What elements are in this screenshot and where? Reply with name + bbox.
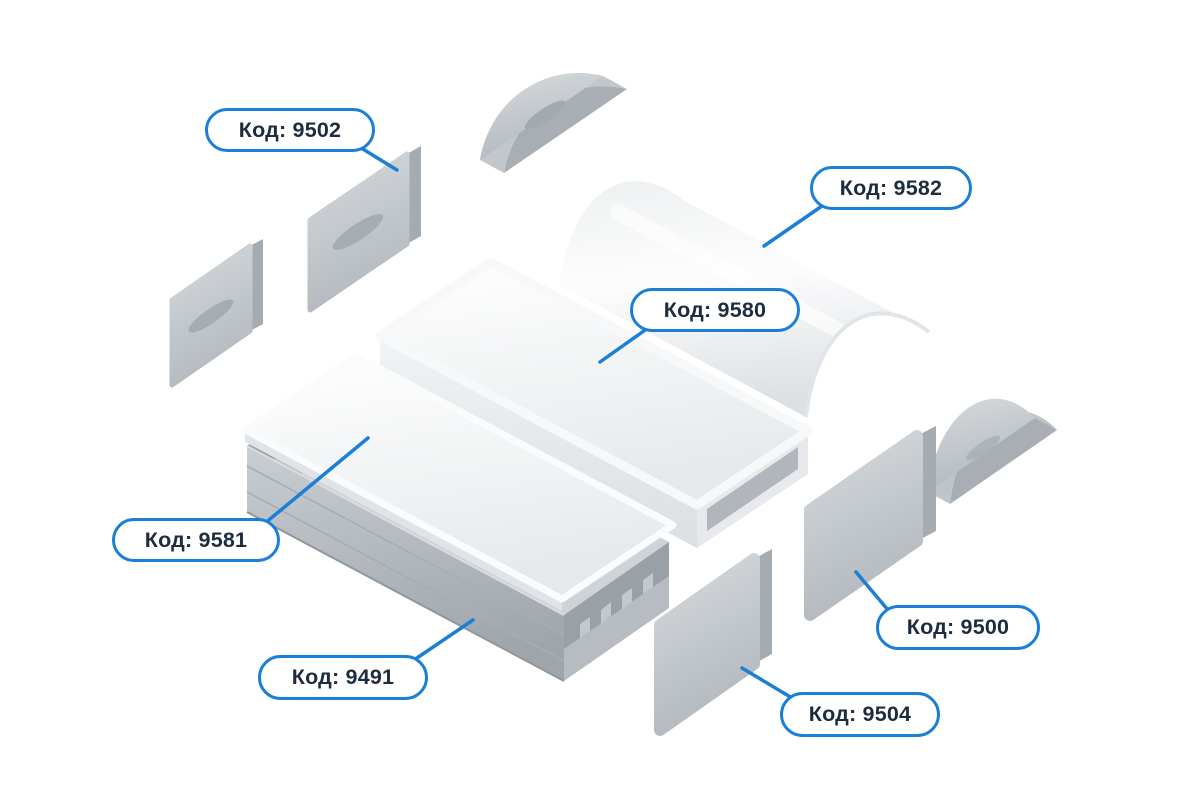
code-label-9491: Код: 9491 — [258, 655, 428, 700]
cover-top-face — [375, 257, 813, 510]
cap-cable-slot — [524, 100, 566, 130]
cap-front-face — [804, 430, 923, 621]
square-end-cap-9500 — [804, 426, 936, 621]
cap-back-face — [504, 86, 627, 173]
cap-side-edge — [250, 239, 263, 331]
cover-crown-highlight — [610, 204, 872, 352]
arched-end-cap-top — [480, 73, 627, 173]
profile-top-highlight — [246, 445, 565, 616]
profile-fin — [601, 602, 611, 624]
cover-right-edge — [804, 311, 931, 418]
leader-line-9582 — [762, 204, 824, 248]
profile-fin — [622, 588, 632, 609]
flat-end-cap-small — [169, 239, 263, 388]
leader-line-9581 — [262, 436, 370, 526]
cap-cable-slot — [966, 435, 1000, 461]
cover-top-face — [241, 352, 677, 603]
code-label-9504: Код: 9504 — [780, 692, 940, 737]
code-label-9582: Код: 9582 — [810, 166, 972, 210]
leader-lines — [262, 144, 890, 700]
leader-line-9500 — [854, 570, 890, 612]
code-label-9502: Код: 9502 — [205, 108, 375, 152]
profile-fin — [643, 573, 653, 594]
code-label-9580: Код: 9580 — [630, 288, 800, 332]
cover-right-cavity — [707, 447, 798, 531]
cap-cable-slot — [188, 299, 234, 333]
profile-right-cavity — [564, 542, 669, 649]
flat-end-cap-large — [307, 146, 421, 313]
profile-bottom-edge — [246, 511, 565, 682]
cap-cable-slot — [332, 213, 384, 251]
profile-groove — [246, 491, 565, 662]
arched-end-cap-right — [928, 398, 1057, 504]
leader-line-9504 — [740, 666, 794, 700]
code-label-9581: Код: 9581 — [112, 518, 280, 562]
leader-line-9491 — [412, 618, 475, 662]
square-end-cap-9504 — [654, 549, 772, 736]
cap-side-edge — [407, 146, 421, 244]
code-label-9500: Код: 9500 — [876, 605, 1040, 650]
leader-line-9580 — [598, 326, 650, 364]
cap-front-face — [654, 553, 760, 736]
profile-fin — [580, 617, 590, 638]
leader-line-9502 — [356, 144, 399, 172]
profile-front-face — [247, 446, 564, 681]
